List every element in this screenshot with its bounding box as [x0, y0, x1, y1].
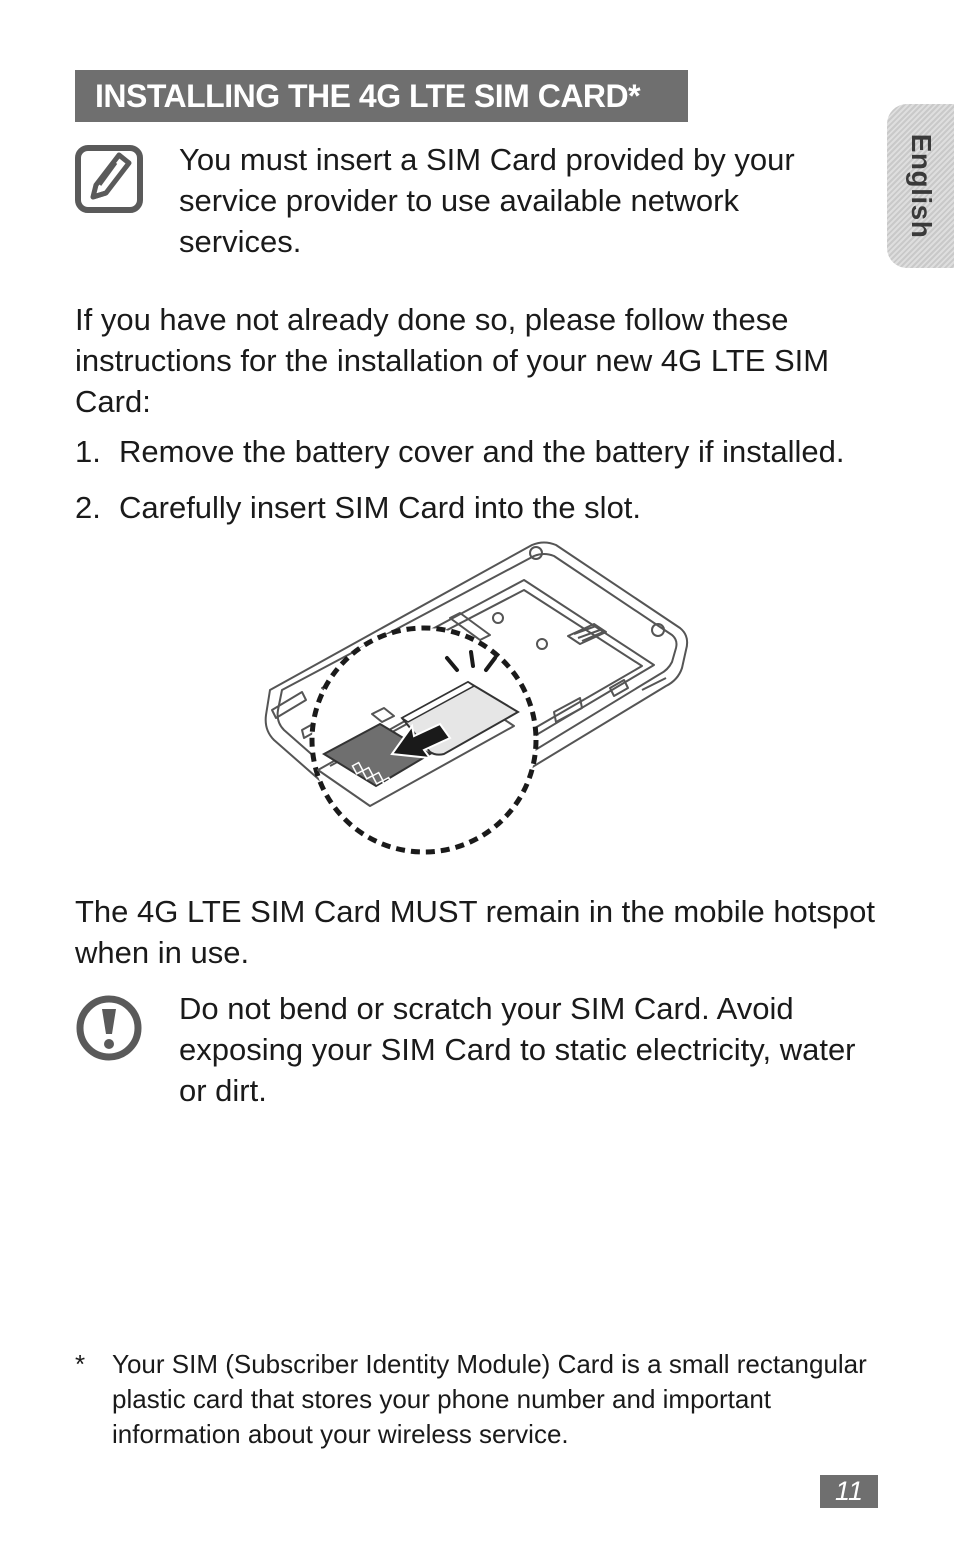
section-title: INSTALLING THE 4G LTE SIM CARD*	[75, 70, 688, 122]
must-remain-paragraph: The 4G LTE SIM Card MUST remain in the m…	[75, 894, 876, 970]
language-tab: English	[887, 104, 954, 268]
caution-text: Do not bend or scratch your SIM Card. Av…	[179, 991, 856, 1108]
footnote-text: Your SIM (Subscriber Identity Module) Ca…	[112, 1349, 867, 1449]
note-pencil-icon	[75, 145, 143, 213]
footnote-mark: *	[75, 1349, 86, 1379]
step-number: 2.	[75, 490, 101, 525]
step-item: 1. Remove the battery cover and the batte…	[75, 431, 895, 472]
note-text: You must insert a SIM Card provided by y…	[179, 142, 795, 259]
step-item: 2. Carefully insert SIM Card into the slo…	[75, 487, 895, 528]
page-number: 11	[820, 1475, 878, 1508]
exclamation-circle-icon	[75, 994, 143, 1062]
step-text: Carefully insert SIM Card into the slot.	[119, 490, 642, 525]
language-tab-label: English	[905, 133, 937, 239]
step-number: 1.	[75, 434, 101, 469]
intro-paragraph: If you have not already done so, please …	[75, 302, 830, 419]
step-text: Remove the battery cover and the battery…	[119, 434, 845, 469]
sim-card-insertion-illustration	[262, 540, 692, 855]
footnote: * Your SIM (Subscriber Identity Module) …	[75, 1347, 875, 1452]
